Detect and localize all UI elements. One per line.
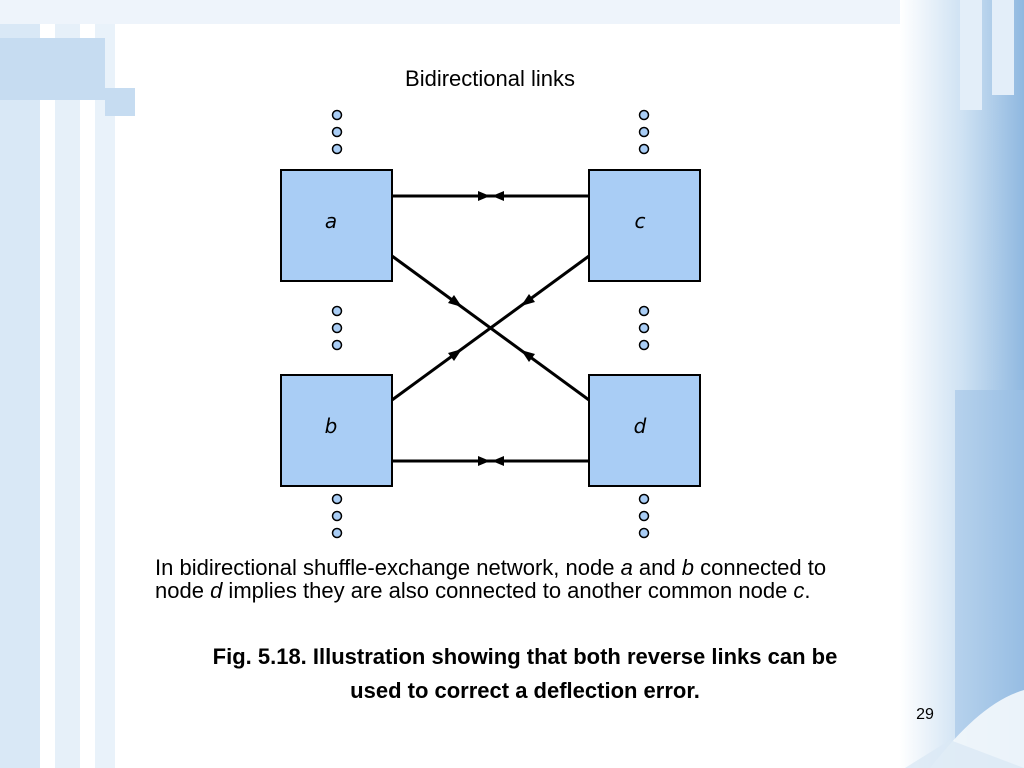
link-b-c [391, 254, 590, 402]
links [391, 191, 590, 466]
arrowhead-left-icon [492, 191, 504, 201]
page-number: 29 [916, 706, 934, 723]
node-a-label: a [325, 209, 337, 233]
node-c: c [588, 169, 701, 282]
caption-text: and [632, 555, 682, 580]
link-a-c [392, 191, 589, 201]
caption-node-c: c [793, 578, 805, 603]
caption-text: implies they are also connected to anoth… [222, 578, 794, 603]
caption-node-a: a [620, 555, 633, 580]
arrowhead-icon [521, 294, 535, 306]
caption-node-b: b [681, 555, 694, 580]
ellipsis-icon [638, 305, 650, 351]
node-c-label: c [635, 209, 646, 233]
caption-text: In bidirectional shuffle-exchange networ… [155, 555, 621, 580]
figure-caption-line2: used to correct a deflection error. [350, 678, 700, 703]
node-b-label: b [325, 414, 338, 438]
node-d: d [588, 374, 701, 487]
ellipsis-dots [331, 109, 650, 539]
arrowhead-right-icon [478, 456, 490, 466]
node-a: a [280, 169, 393, 282]
node-d-label: d [634, 414, 647, 438]
arrowhead-icon [448, 349, 462, 361]
ellipsis-icon [331, 305, 343, 351]
figure-caption-line1: Fig. 5.18. Illustration showing that bot… [212, 644, 838, 669]
arrowhead-icon [521, 350, 535, 362]
diagram-title: Bidirectional links [405, 66, 575, 91]
arrowhead-icon [448, 295, 462, 307]
ellipsis-icon [331, 109, 343, 155]
arrowhead-left-icon [492, 456, 504, 466]
ellipsis-icon [638, 493, 650, 539]
node-b: b [280, 374, 393, 487]
explanation-text: In bidirectional shuffle-exchange networ… [155, 556, 845, 602]
ellipsis-icon [331, 493, 343, 539]
nodes: a c b d [280, 169, 701, 487]
link-b-d [392, 456, 589, 466]
caption-node-d: d [210, 578, 223, 603]
figure-caption: Fig. 5.18. Illustration showing that bot… [150, 640, 900, 708]
arrowhead-right-icon [478, 191, 490, 201]
caption-text: . [804, 578, 811, 603]
caption-text: connected to node [155, 555, 827, 603]
ellipsis-icon [638, 109, 650, 155]
